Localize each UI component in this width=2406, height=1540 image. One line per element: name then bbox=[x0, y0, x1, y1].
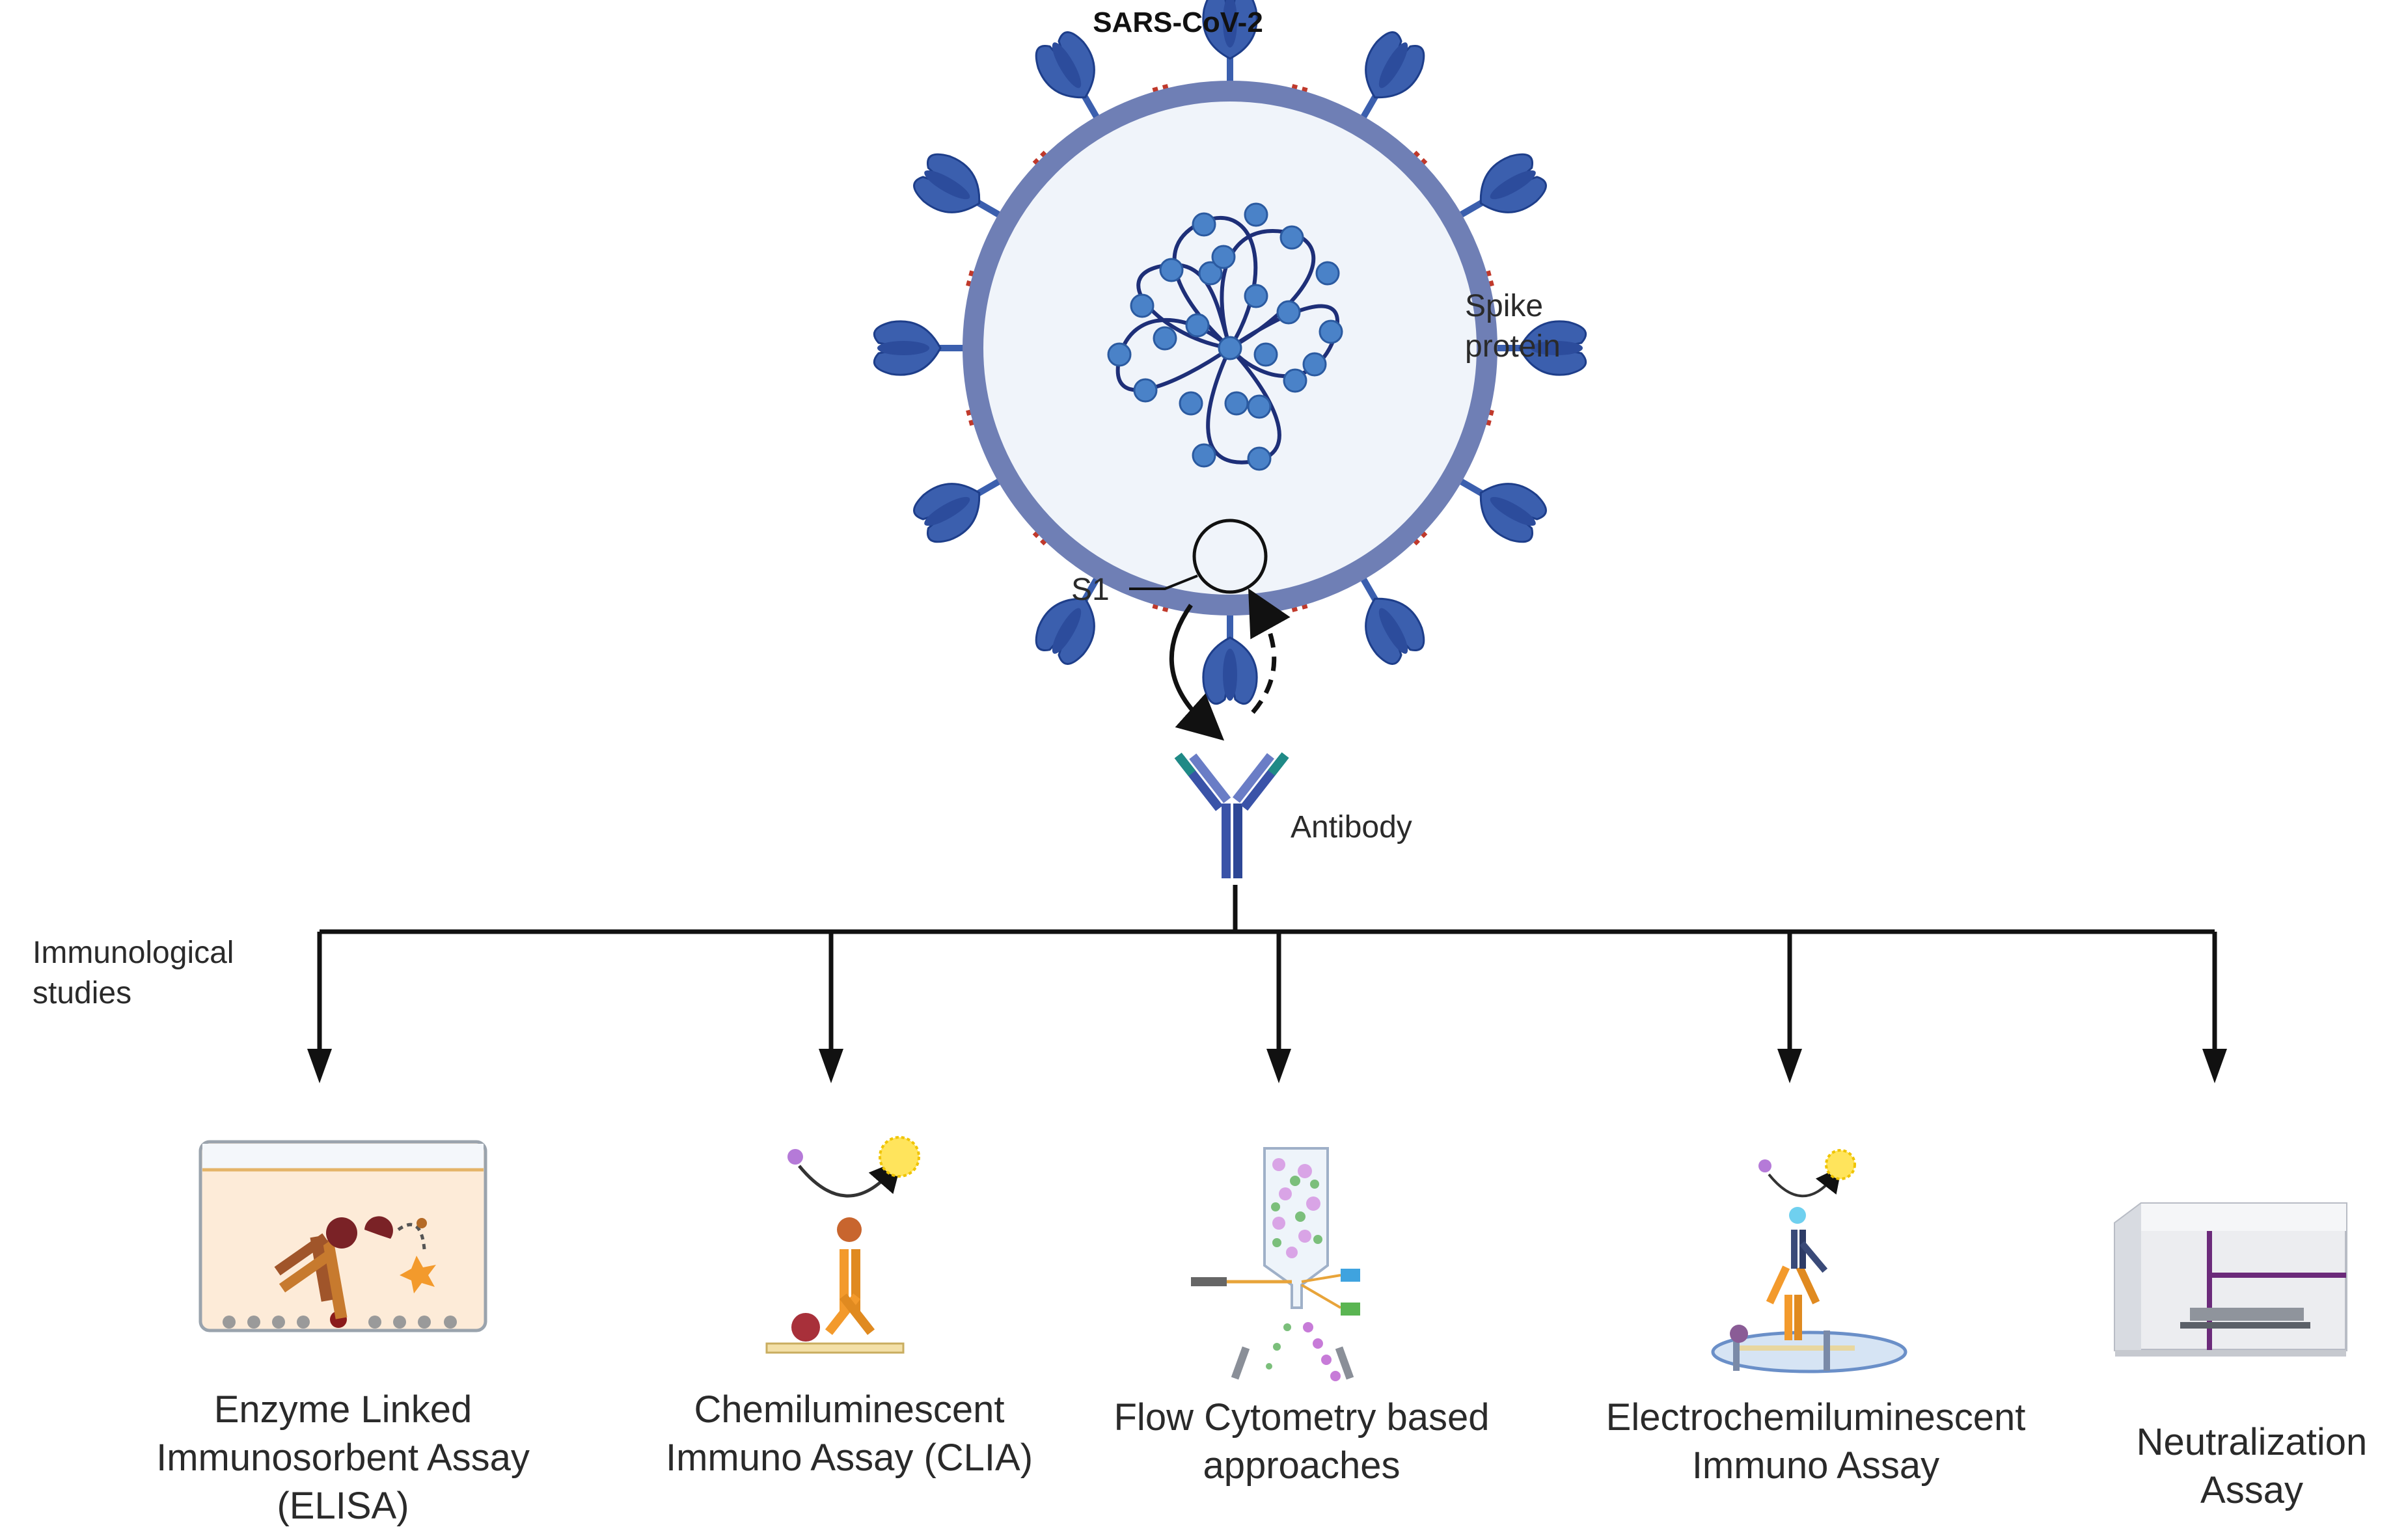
nucleocapsid-dot bbox=[1319, 319, 1343, 344]
branch-connector bbox=[320, 885, 2215, 934]
branch-arrow-icon bbox=[307, 932, 332, 1083]
immuno-label-line-2: studies bbox=[33, 976, 132, 1010]
eclia-illustration-icon bbox=[1711, 1149, 1907, 1373]
plate-reader-instrument-icon bbox=[2114, 1202, 2347, 1357]
spike-protein-label: Spike protein bbox=[1465, 286, 1561, 367]
dissociation-dashed-arrow-icon bbox=[1248, 588, 1291, 714]
nucleocapsid-dot bbox=[1276, 300, 1301, 325]
nucleocapsid-dot bbox=[1153, 326, 1177, 351]
binding-arrow-icon bbox=[1169, 603, 1225, 741]
nucleocapsid-dot bbox=[1279, 225, 1304, 250]
s1-label: S1 bbox=[1071, 573, 1110, 607]
assay-label-line: Neutralization bbox=[2136, 1421, 2368, 1463]
spike-protein-icon bbox=[1202, 601, 1258, 705]
nucleocapsid-dot bbox=[1224, 391, 1249, 416]
diagram-title: SARS-CoV-2 bbox=[1093, 7, 1263, 38]
assay-label-line: Assay bbox=[2200, 1469, 2303, 1511]
nucleocapsid-dot bbox=[1192, 212, 1216, 237]
nucleocapsid-dot bbox=[1192, 443, 1216, 468]
nucleocapsid-dot bbox=[1253, 342, 1278, 367]
nucleocapsid-dot bbox=[1198, 261, 1223, 286]
assay-label-line: (ELISA) bbox=[277, 1485, 409, 1527]
nucleocapsid-dot bbox=[1247, 446, 1272, 471]
branch-arrow-icon bbox=[1266, 932, 1291, 1083]
assay-label-line: Enzyme Linked bbox=[213, 1388, 472, 1431]
nucleocapsid-dot bbox=[1211, 245, 1236, 269]
nucleocapsid-dot bbox=[1133, 378, 1158, 403]
nucleocapsid-dot bbox=[1244, 202, 1268, 227]
flow-cytometry-illustration-icon bbox=[1191, 1147, 1360, 1381]
branch-arrows bbox=[307, 932, 2227, 1083]
assay-label-line: Immuno Assay bbox=[1691, 1444, 1940, 1487]
assay-label-elisa: Enzyme Linked Immunosorbent Assay (ELISA… bbox=[148, 1386, 538, 1530]
nucleocapsid-dot bbox=[1159, 258, 1184, 282]
nucleocapsid-dot bbox=[1283, 368, 1307, 393]
assay-label-line: Chemiluminescent bbox=[694, 1388, 1005, 1431]
assay-label-line: Immuno Assay (CLIA) bbox=[665, 1437, 1033, 1479]
rna-strand bbox=[1136, 262, 1232, 350]
assay-label-clia: Chemiluminescent Immuno Assay (CLIA) bbox=[638, 1386, 1061, 1482]
s1-leader-line bbox=[1129, 574, 1198, 590]
antibody-label: Antibody bbox=[1291, 810, 1412, 844]
clia-illustration-icon bbox=[765, 1136, 920, 1354]
nucleocapsid-dot bbox=[1107, 342, 1132, 367]
antibody-icon bbox=[1174, 752, 1289, 878]
nucleocapsid-dot bbox=[1302, 352, 1327, 377]
assay-label-line: Immunosorbent Assay bbox=[156, 1437, 530, 1479]
nucleocapsid-dot bbox=[1218, 336, 1242, 360]
assay-label-line: Flow Cytometry based bbox=[1114, 1396, 1490, 1439]
assay-label-line: approaches bbox=[1203, 1444, 1401, 1487]
nucleocapsid-dot bbox=[1130, 293, 1155, 318]
nucleocapsid-dot bbox=[1244, 284, 1268, 308]
elisa-plate-icon bbox=[198, 1140, 487, 1332]
s1-highlight-circle bbox=[1192, 519, 1268, 594]
spike-label-line-2: protein bbox=[1465, 329, 1561, 364]
nucleocapsid-dot bbox=[1185, 313, 1210, 338]
branch-arrow-icon bbox=[1777, 932, 1802, 1083]
viral-rna-nucleocapsid-icon bbox=[1107, 202, 1343, 471]
spike-label-line-1: Spike bbox=[1465, 289, 1544, 323]
nucleocapsid-dot bbox=[1247, 394, 1272, 419]
sars-cov-2-virus-illustration bbox=[873, 0, 1587, 705]
assay-label-neutralization: Neutralization Assay bbox=[2109, 1418, 2395, 1515]
immunological-studies-label: Immunological studies bbox=[33, 933, 234, 1014]
assay-label-line: Electrochemiluminescent bbox=[1606, 1396, 2026, 1439]
nucleocapsid-dot bbox=[1179, 391, 1203, 416]
assay-label-eclia: Electrochemiluminescent Immuno Assay bbox=[1555, 1394, 2076, 1490]
assay-label-flow-cytometry: Flow Cytometry based approaches bbox=[1080, 1394, 1523, 1490]
branch-arrow-icon bbox=[2202, 932, 2227, 1083]
immuno-label-line-1: Immunological bbox=[33, 936, 234, 970]
spike-protein-icon bbox=[873, 320, 977, 376]
nucleocapsid-dot bbox=[1315, 261, 1340, 286]
branch-arrow-icon bbox=[819, 932, 843, 1083]
